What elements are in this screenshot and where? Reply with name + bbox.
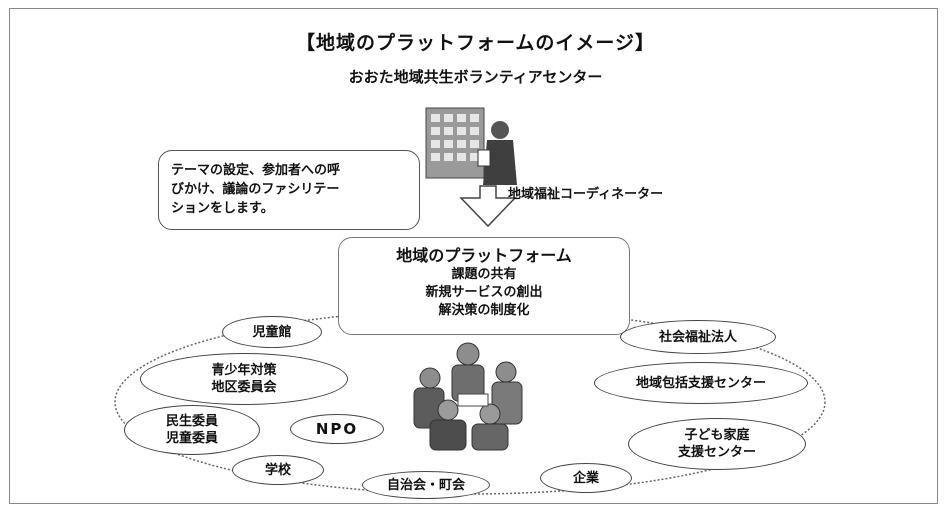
- node-label: 青少年対策: [211, 363, 277, 378]
- node-minsei: 民生委員 児童委員: [124, 405, 260, 455]
- node-label: 児童委員: [165, 431, 218, 446]
- node-kigyo: 企業: [540, 463, 632, 493]
- down-arrow-icon: [459, 185, 517, 228]
- node-label: 支援センター: [677, 445, 756, 460]
- people-group-icon: [413, 342, 523, 451]
- platform-item: 解決策の制度化: [438, 303, 530, 318]
- speech-line: ションをします。: [171, 201, 274, 216]
- building-icon: [425, 107, 485, 179]
- speech-bubble: テーマの設定、参加者への呼 びかけ、議論のファシリテー ションをします。: [158, 150, 420, 230]
- node-label: 自治会・町会: [386, 477, 465, 493]
- node-jichikai: 自治会・町会: [362, 471, 490, 499]
- network-ring: [114, 309, 826, 495]
- node-shakai-fukushi: 社会福祉法人: [620, 320, 776, 354]
- node-kodomo: 子ども家庭 支援センター: [628, 418, 806, 470]
- node-label: 企業: [572, 470, 599, 486]
- speech-line: テーマの設定、参加者への呼: [171, 163, 341, 178]
- node-label: 地域包括支援センター: [635, 375, 766, 391]
- node-label: 児童館: [252, 324, 292, 340]
- platform-item: 新規サービスの創出: [425, 285, 543, 300]
- node-label: 民生委員: [165, 414, 218, 429]
- node-label: 社会福祉法人: [658, 329, 737, 345]
- node-label: 地区委員会: [211, 380, 277, 395]
- diagram-title: 【地域のプラットフォームのイメージ】: [295, 32, 656, 54]
- node-label: 子ども家庭: [684, 428, 750, 443]
- node-gakko: 学校: [232, 455, 324, 485]
- platform-box: 地域のプラットフォーム 課題の共有 新規サービスの創出 解決策の制度化: [338, 237, 630, 335]
- node-seishonen: 青少年対策 地区委員会: [140, 353, 348, 405]
- node-label: NPO: [315, 419, 359, 438]
- node-npo: NPO: [290, 414, 384, 444]
- node-houkatsu: 地域包括支援センター: [594, 362, 808, 404]
- node-label: 学校: [264, 462, 291, 478]
- coordinator-label: 地域福祉コーディネーター: [508, 187, 664, 202]
- coordinator-person-icon: [477, 121, 517, 185]
- platform-title: 地域のプラットフォーム: [396, 246, 572, 265]
- node-jidokan: 児童館: [222, 316, 322, 348]
- speech-line: びかけ、議論のファシリテー: [171, 182, 340, 197]
- platform-item: 課題の共有: [451, 267, 517, 282]
- organization-name: おおた地域共生ボランティアセンター: [348, 68, 603, 86]
